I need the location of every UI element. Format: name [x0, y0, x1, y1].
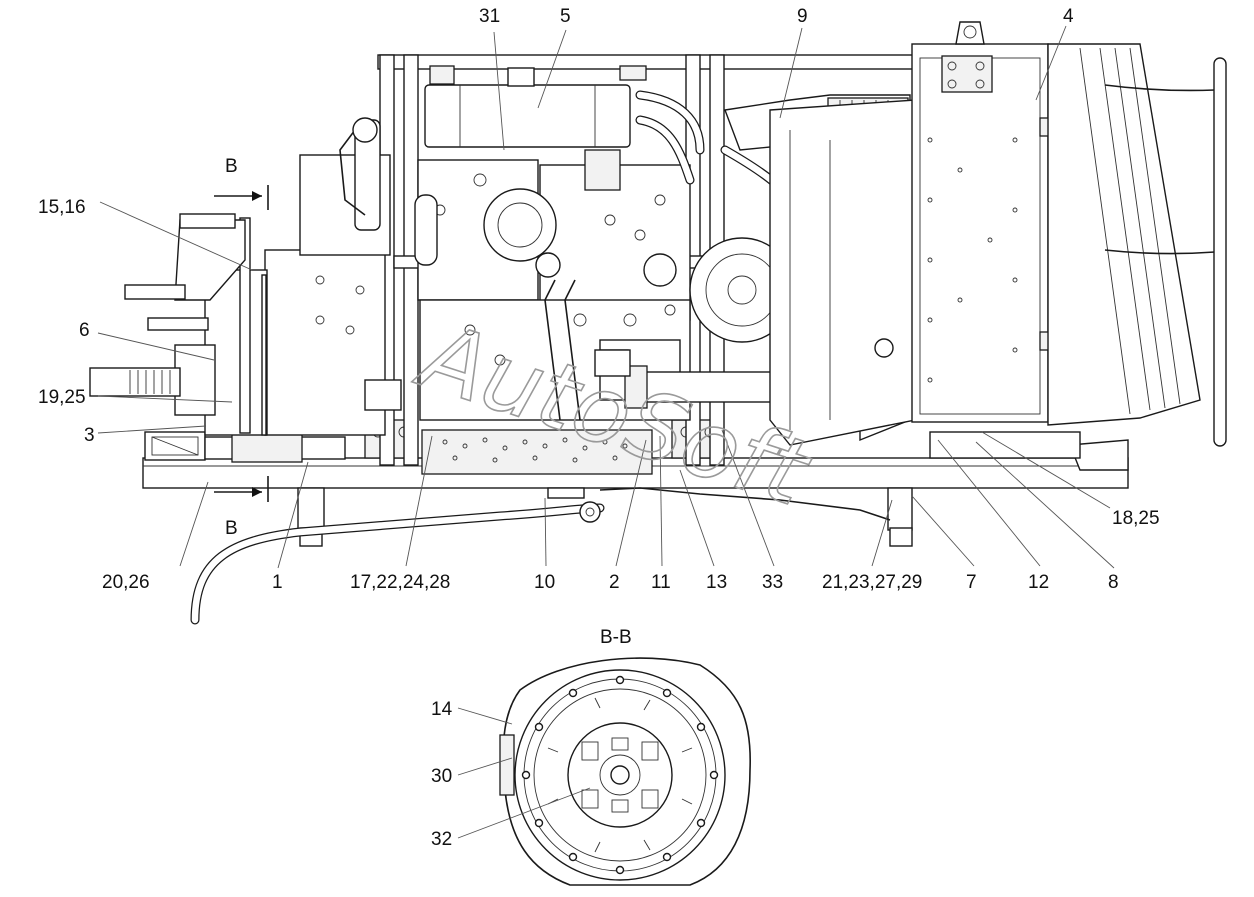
callout-4: 4 [1063, 6, 1074, 27]
callout-9: 9 [797, 6, 808, 27]
callout-17-22-24-28: 17,22,24,28 [350, 572, 450, 593]
callout-labels: 31 5 9 4 15,16 6 19,25 3 20,26 1 17,22,2… [38, 6, 1160, 593]
callout-21-23-27-29: 21,23,27,29 [822, 572, 922, 593]
callout-15-16: 15,16 [38, 197, 86, 218]
section-title: B-B [600, 627, 632, 648]
callout-5: 5 [560, 6, 571, 27]
flywheel-slots [547, 697, 693, 853]
callout-13: 13 [706, 572, 727, 593]
callout-31: 31 [479, 6, 500, 27]
engine-mounts [297, 487, 913, 547]
radiator [911, 21, 1083, 423]
front-grille [1047, 43, 1227, 447]
section-mark-top: B [225, 156, 238, 177]
engine-side-view: AutoSoft 31 5 9 4 15,16 6 19,25 3 20,26 … [38, 6, 1227, 625]
lower-hose [190, 487, 891, 625]
leader-lines [97, 25, 1115, 569]
callout-10: 10 [534, 572, 555, 593]
oil-cooler [424, 65, 647, 148]
callout-3: 3 [84, 425, 95, 446]
callout-30: 30 [431, 766, 452, 787]
section-mark-bottom: B [225, 518, 238, 539]
engine-block [264, 117, 795, 436]
callout-19-25: 19,25 [38, 387, 86, 408]
callout-8: 8 [1108, 572, 1119, 593]
callout-7: 7 [966, 572, 977, 593]
flywheel-bolts [521, 675, 719, 875]
callout-32: 32 [431, 829, 452, 850]
pto-assembly [89, 213, 268, 436]
callout-2: 2 [609, 572, 620, 593]
callout-20-26: 20,26 [102, 572, 150, 593]
section-marker [214, 185, 269, 502]
callout-6: 6 [79, 320, 90, 341]
callout-33: 33 [762, 572, 783, 593]
radiator-shroud [769, 99, 916, 446]
callout-1: 1 [272, 572, 283, 593]
callout-12: 12 [1028, 572, 1049, 593]
callout-18-25: 18,25 [1112, 508, 1160, 529]
callout-14: 14 [431, 699, 453, 720]
damper-springs [581, 737, 659, 813]
callout-11: 11 [651, 572, 671, 593]
section-b-b-view: B-B 14 30 32 [431, 627, 752, 886]
